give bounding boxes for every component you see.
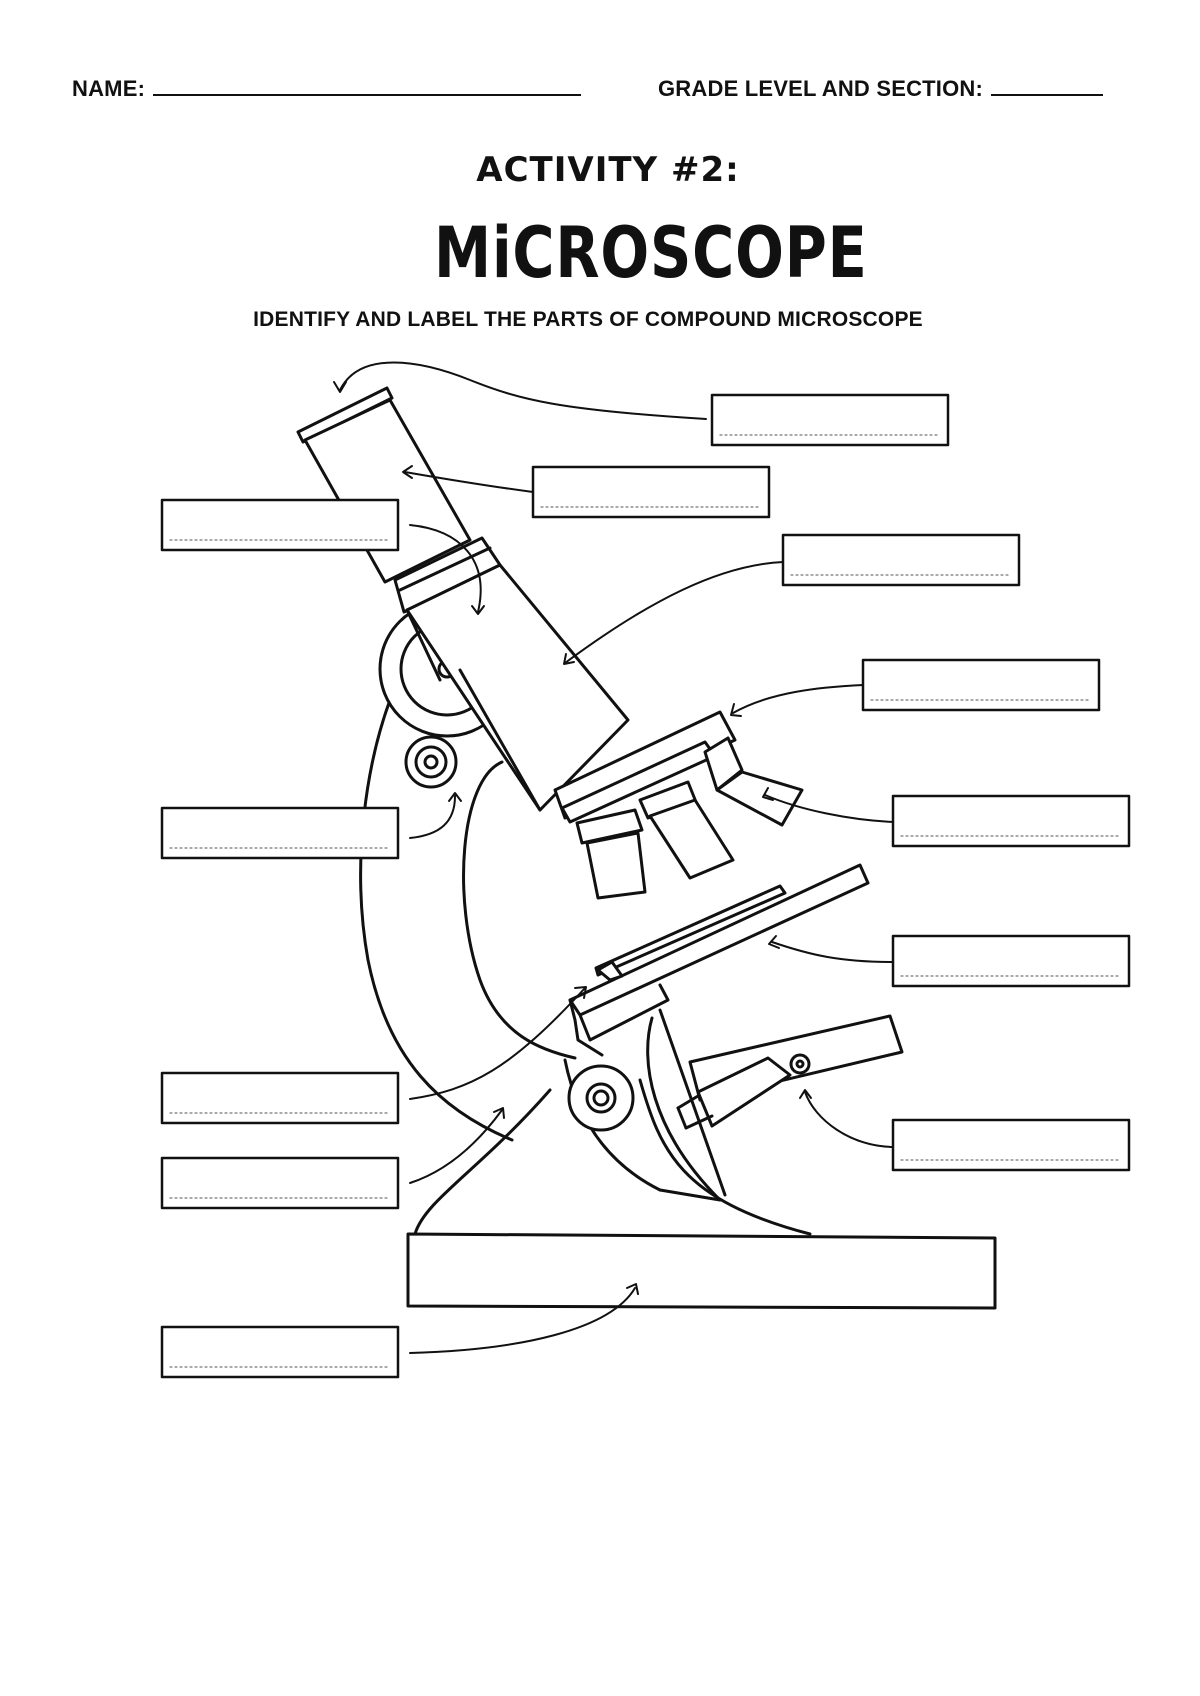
grade-section-field[interactable]: GRADE LEVEL AND SECTION:	[658, 76, 1104, 102]
pointer-arrow-5	[732, 684, 864, 714]
pointer-arrow-9	[409, 987, 586, 1100]
microscope-pillar-right	[646, 1016, 722, 1202]
diaphragm-knob-outer	[567, 1064, 635, 1132]
objective-left	[585, 831, 647, 900]
stage-underside	[578, 983, 670, 1042]
body-tube	[405, 563, 630, 812]
label-box-7[interactable]	[891, 794, 1131, 848]
microscope-arm-inner	[462, 760, 577, 1060]
name-field[interactable]: NAME:	[72, 76, 582, 102]
label-box-5[interactable]	[861, 658, 1101, 712]
grade-section-label: GRADE LEVEL AND SECTION:	[658, 76, 984, 101]
stage-clip	[594, 884, 787, 977]
objective-middle	[648, 798, 735, 880]
instruction-text: IDENTIFY AND LABEL THE PARTS OF COMPOUND…	[0, 308, 1200, 332]
label-box-8[interactable]	[891, 934, 1131, 988]
instruction-text-content: IDENTIFY AND LABEL THE PARTS OF COMPOUND…	[253, 308, 923, 331]
microscope-arm-outline	[359, 698, 514, 1142]
page-title: MiCROSCOPE	[108, 218, 1092, 288]
activity-heading-text: ACTIVITY #2:	[476, 150, 740, 190]
pointer-arrow-6	[409, 795, 456, 839]
stage-top-plate	[596, 960, 624, 982]
label-box-9[interactable]	[160, 1071, 400, 1125]
page-title-text: MiCROSCOPE	[434, 212, 868, 294]
mirror-pivot	[789, 1053, 811, 1075]
fine-knob-center	[423, 754, 439, 770]
pointer-arrow-8	[771, 941, 894, 963]
label-box-11[interactable]	[891, 1118, 1131, 1172]
name-label: NAME:	[72, 76, 146, 101]
microscope-base-shape	[406, 1232, 997, 1310]
name-blank-line[interactable]	[153, 76, 582, 96]
label-box-2[interactable]	[531, 465, 771, 519]
eyepiece-top	[296, 386, 394, 444]
microscope-base-neck-right	[638, 1078, 812, 1236]
label-box-4[interactable]	[781, 533, 1021, 587]
diaphragm-knob-center	[592, 1089, 610, 1107]
objective-left-top	[575, 808, 644, 845]
objective-right	[715, 770, 804, 827]
pointer-arrow-11	[804, 1091, 894, 1148]
microscope-pillar	[563, 1058, 662, 1192]
label-box-10[interactable]	[160, 1156, 400, 1210]
pointer-arrow-1	[339, 361, 707, 420]
grade-section-blank-line[interactable]	[991, 76, 1104, 96]
mirror-arm	[696, 1056, 792, 1128]
label-box-1[interactable]	[710, 393, 950, 447]
diaphragm-knob-inner	[585, 1082, 617, 1114]
label-box-3[interactable]	[160, 498, 400, 552]
microscope-stage-support	[658, 1008, 727, 1197]
activity-heading: ACTIVITY #2:	[0, 150, 1200, 190]
pointer-arrow-12	[409, 1287, 636, 1354]
pointer-arrow-7	[764, 794, 894, 823]
label-box-12[interactable]	[160, 1325, 400, 1379]
pointer-arrow-4	[564, 561, 784, 664]
pointer-arrow-3	[409, 524, 482, 613]
fine-knob-middle	[414, 745, 448, 779]
label-box-6[interactable]	[160, 806, 400, 860]
stage	[568, 863, 870, 1017]
pointer-arrow-2	[404, 471, 534, 493]
microscope-base-neck	[413, 1088, 552, 1236]
pointer-arrow-10	[409, 1109, 503, 1184]
fine-knob-outer	[404, 735, 458, 789]
